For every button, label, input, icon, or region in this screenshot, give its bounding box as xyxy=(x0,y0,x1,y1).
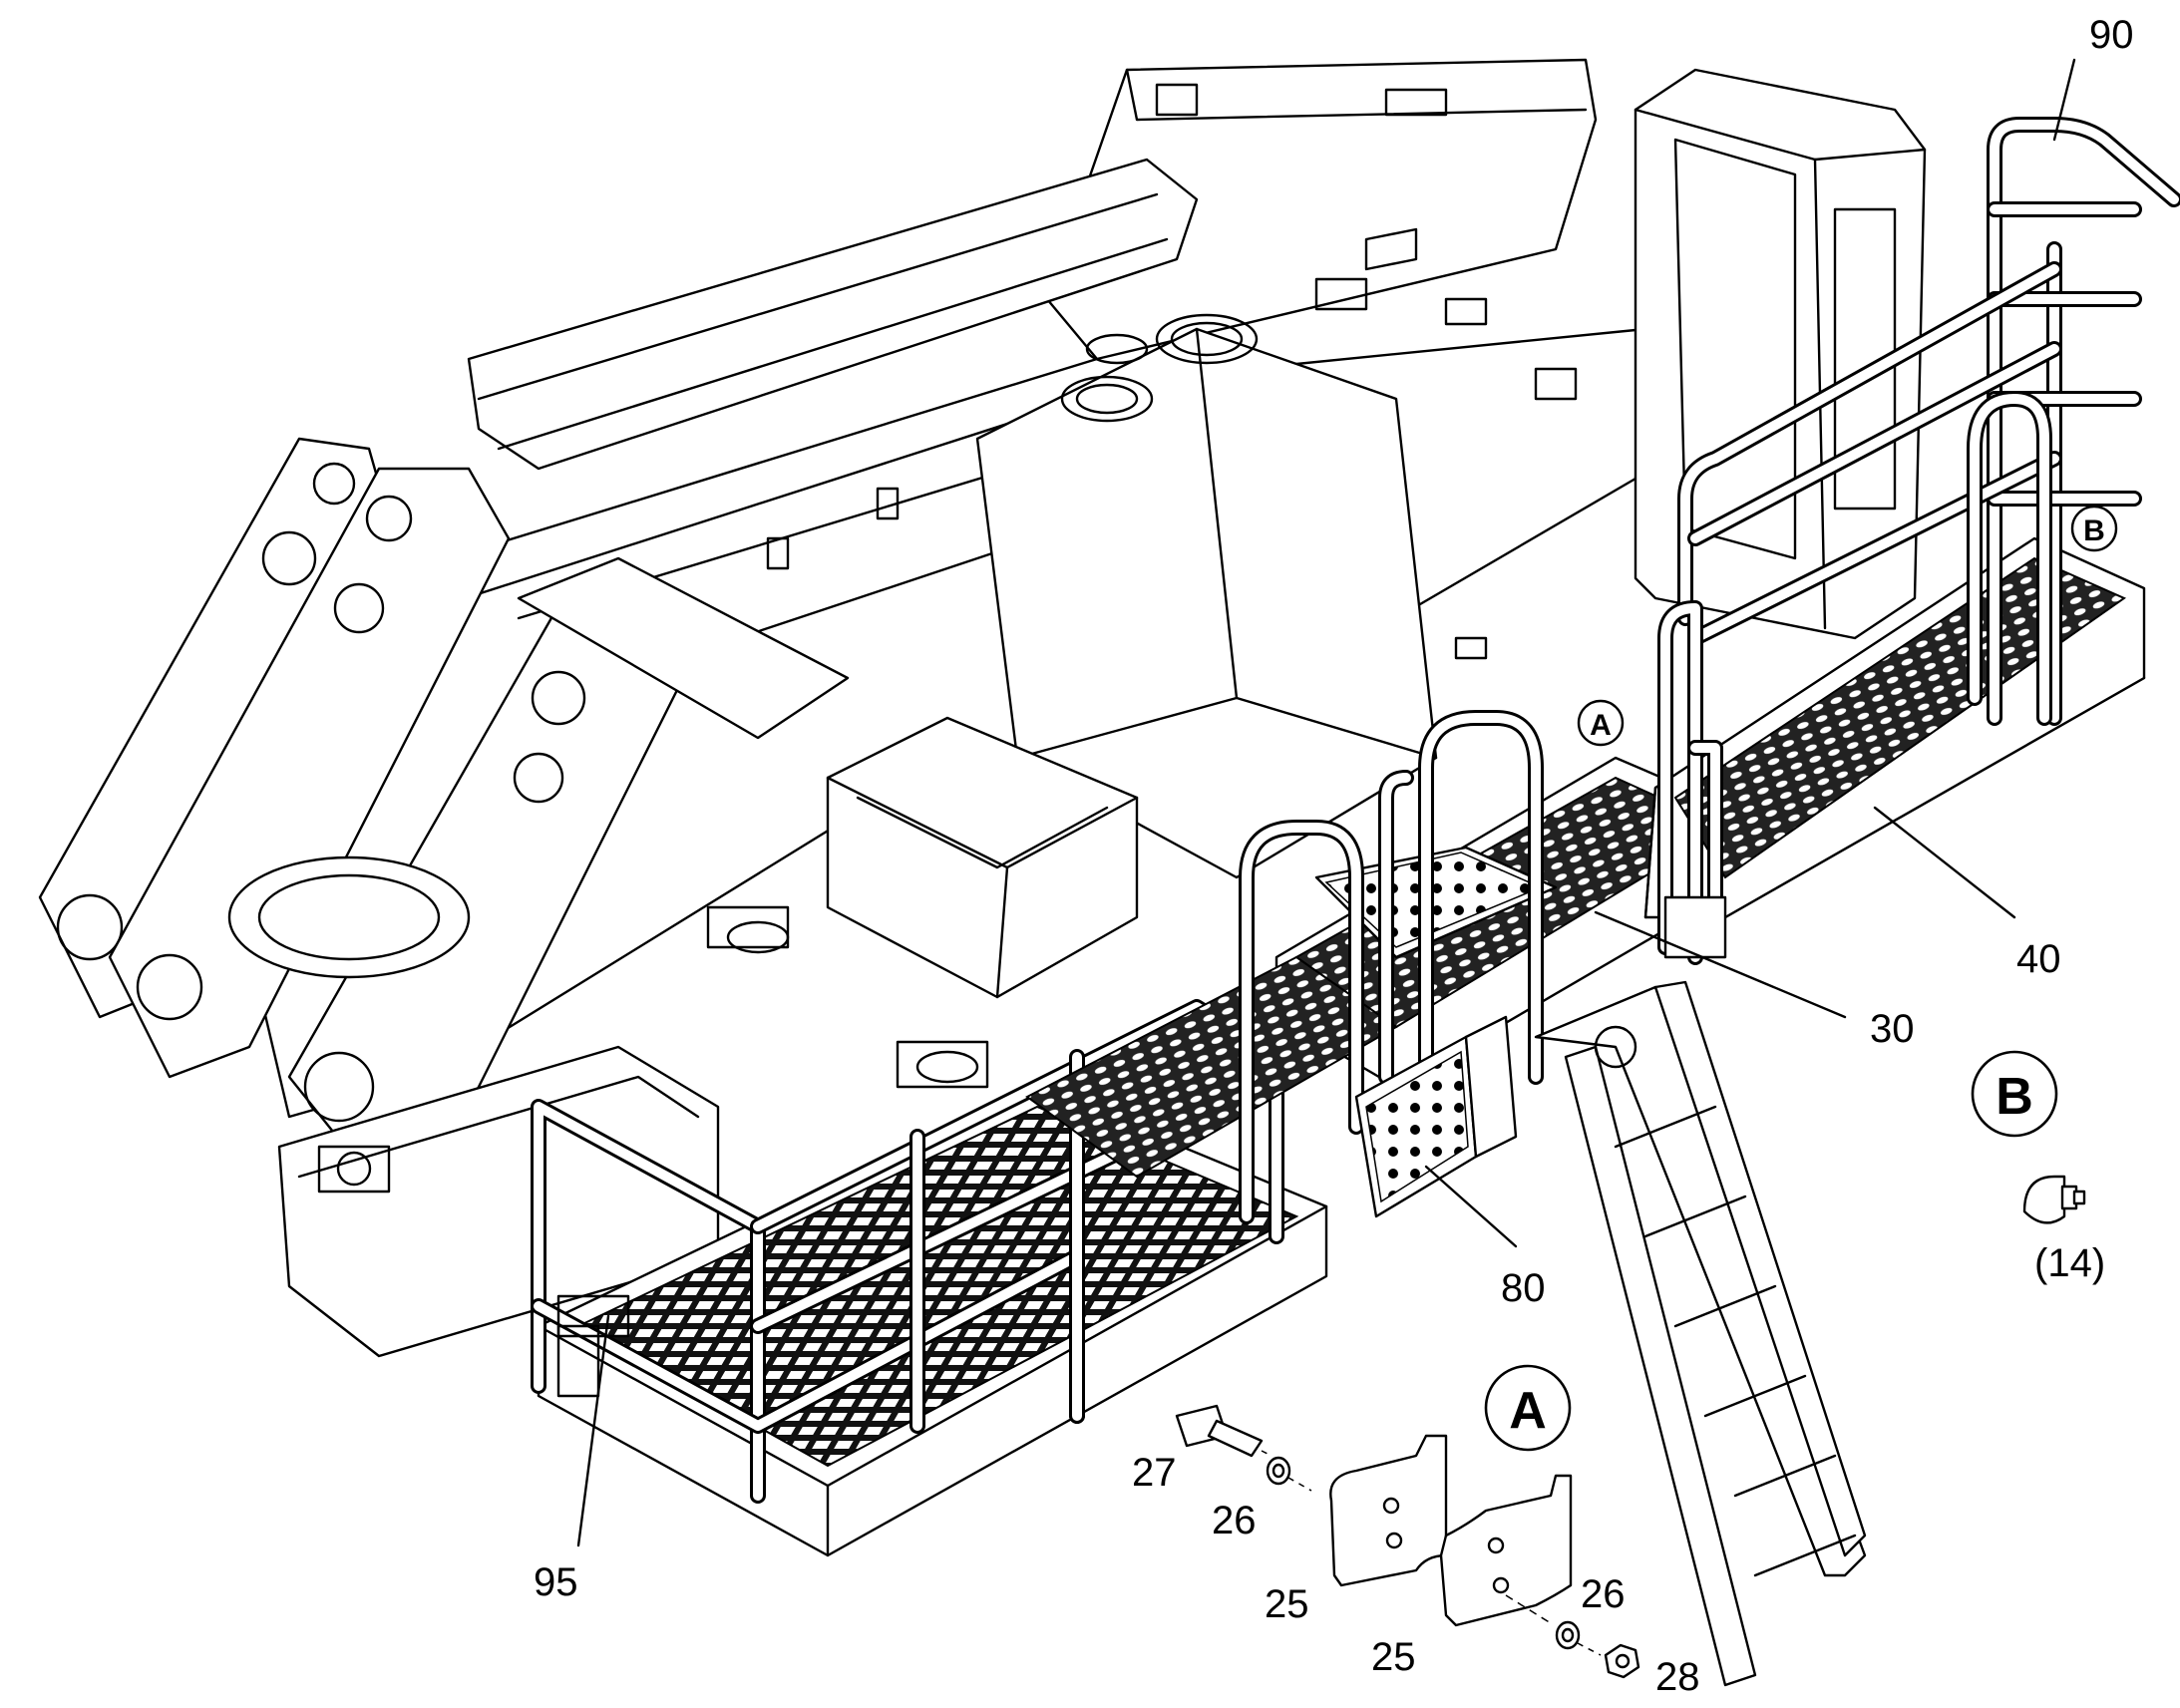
detail-a-marker-large-text: A xyxy=(1509,1382,1547,1440)
detail-a-exploded-parts xyxy=(1175,1404,1640,1679)
leader-80 xyxy=(1424,1165,1518,1248)
leader-90 xyxy=(2052,58,2076,142)
middle-walkway xyxy=(1025,710,1757,1224)
callout-14: (14) xyxy=(2034,1241,2105,1285)
main-frame xyxy=(38,58,1927,1358)
callout-90: 90 xyxy=(2089,13,2134,57)
leader-lines xyxy=(576,58,2076,1547)
callout-95: 95 xyxy=(534,1560,578,1604)
access-ladder xyxy=(1534,980,1867,1687)
callout-40: 40 xyxy=(2016,937,2061,981)
callout-26a: 26 xyxy=(1212,1499,1257,1542)
detail-b-marker-large-text: B xyxy=(1996,1068,2033,1126)
detail-b-marker-small xyxy=(2070,505,2118,552)
callout-80: 80 xyxy=(1501,1266,1546,1310)
callout-25a: 25 xyxy=(1265,1582,1309,1626)
callout-26b: 26 xyxy=(1581,1572,1626,1616)
detail-b-marker-large xyxy=(1971,1050,2058,1138)
detail-b-marker-small-text: B xyxy=(2083,514,2105,547)
leader-40 xyxy=(1873,806,2016,919)
detail-a-marker-small xyxy=(1577,699,1625,747)
detail-markers: A B A B xyxy=(1484,505,2118,1452)
callout-30: 30 xyxy=(1870,1007,1915,1051)
right-platform xyxy=(1643,117,2180,965)
leader-30 xyxy=(1594,910,1847,1019)
callout-labels: 90 40 30 80 95 27 26 25 25 26 28 (14) xyxy=(534,13,2134,1699)
detail-a-marker-large xyxy=(1484,1364,1572,1452)
detail-b-bumper xyxy=(2022,1175,2086,1224)
detail-a-marker-small-text: A xyxy=(1590,709,1612,742)
leader-95 xyxy=(576,1314,610,1547)
callout-25b: 25 xyxy=(1371,1635,1416,1679)
callout-27: 27 xyxy=(1132,1451,1177,1495)
callout-28: 28 xyxy=(1655,1655,1700,1699)
